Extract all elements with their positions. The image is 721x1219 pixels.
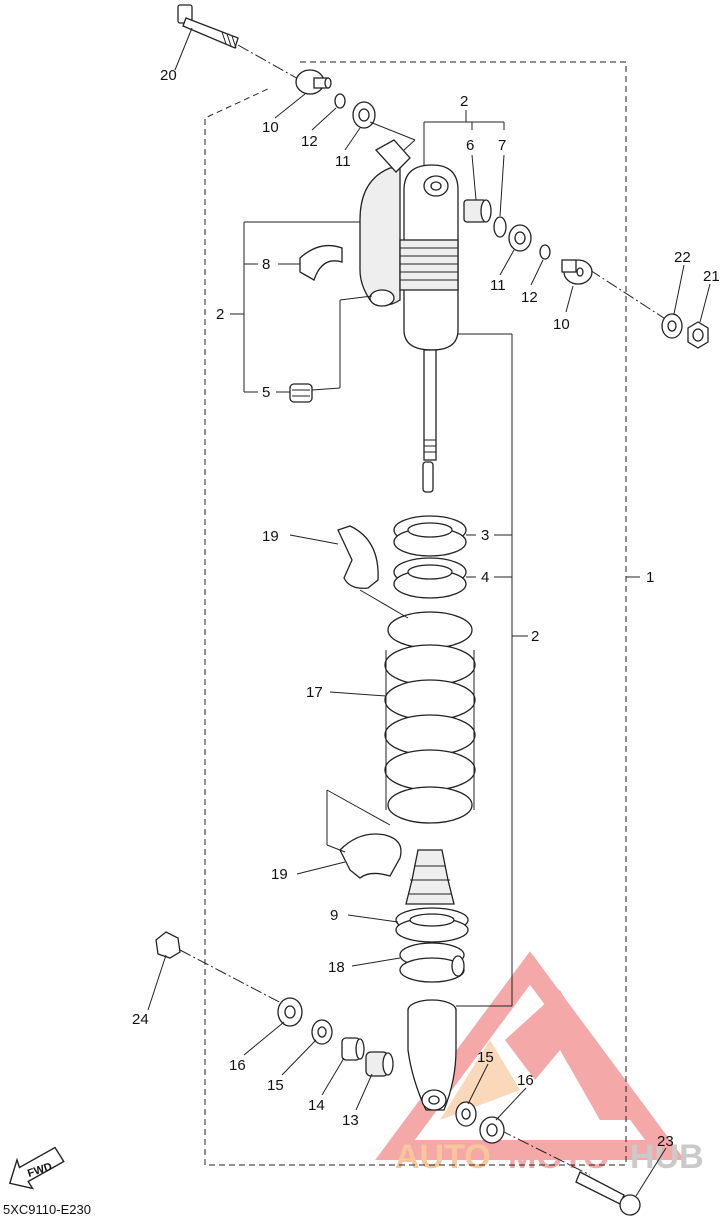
cap-5 — [289, 383, 313, 403]
collar-10-right — [561, 259, 593, 285]
damper-body — [399, 164, 459, 461]
callout-12-top: 12 — [301, 133, 318, 150]
rod-segment — [422, 461, 434, 493]
callout-9: 9 — [330, 907, 338, 924]
callout-11-top: 11 — [335, 153, 351, 170]
callout-10-top: 10 — [262, 119, 279, 136]
watermark-auto: AUTO — [395, 1138, 491, 1176]
callout-21: 21 — [703, 268, 720, 285]
guide-18 — [399, 942, 465, 983]
bump-stop — [405, 849, 455, 905]
callout-8: 8 — [262, 256, 270, 273]
bolt-23 — [575, 1171, 641, 1216]
callout-4: 4 — [481, 569, 489, 586]
oil-seal-11-right — [508, 224, 532, 252]
fwd-arrow-icon: FWD — [8, 1146, 65, 1190]
spring-17 — [384, 611, 476, 824]
callout-16-left: 16 — [229, 1057, 246, 1074]
collar-15-right — [455, 1101, 477, 1127]
ring-7 — [493, 216, 507, 238]
callout-18: 18 — [328, 959, 345, 976]
callout-2-right: 2 — [531, 628, 539, 645]
reservoir-body — [359, 139, 411, 307]
washer-16-right — [479, 1116, 505, 1144]
collar-15-left — [311, 1019, 333, 1045]
callout-15-right: 15 — [477, 1049, 494, 1066]
oil-seal-11-top — [352, 101, 376, 129]
callout-2-left: 2 — [216, 306, 224, 323]
centerline-nut21 — [589, 269, 671, 323]
spring-seat-19-top — [337, 525, 379, 589]
callout-17: 17 — [306, 684, 323, 701]
spring-seat-19-bottom — [339, 833, 402, 879]
callout-16-right: 16 — [517, 1072, 534, 1089]
collar-10-top — [295, 69, 332, 95]
callout-6: 6 — [466, 137, 474, 154]
o-ring-12-right — [539, 244, 551, 260]
callout-10-right: 10 — [553, 316, 570, 333]
callout-labels: 20 10 12 11 2 6 7 8 2 5 11 12 10 22 21 1… — [132, 67, 720, 1150]
nut-21 — [687, 321, 709, 349]
lower-clevis — [407, 999, 457, 1111]
callout-7: 7 — [498, 137, 506, 154]
callout-22: 22 — [674, 249, 691, 266]
callout-19-bottom: 19 — [271, 866, 288, 883]
lock-ring-4 — [393, 557, 467, 599]
centerline-nut24 — [179, 949, 286, 1006]
callout-2-top: 2 — [460, 93, 468, 110]
callout-19-top: 19 — [262, 528, 279, 545]
callout-11-right: 11 — [490, 277, 506, 294]
label-8 — [299, 244, 343, 281]
callout-20: 20 — [160, 67, 177, 84]
washer-16-left — [277, 997, 303, 1027]
watermark-moto: MOTO — [508, 1138, 609, 1176]
centerline-bolt23 — [499, 1129, 591, 1176]
callout-23: 23 — [657, 1133, 674, 1150]
callout-12-right: 12 — [521, 289, 538, 306]
bushing-14 — [341, 1037, 365, 1061]
callout-15-left: 15 — [267, 1077, 284, 1094]
diagram-code: 5XC9110-E230 — [3, 1202, 91, 1217]
callout-5: 5 — [262, 384, 270, 401]
bolt-20 — [177, 4, 239, 49]
watermark-hub: HUB — [630, 1138, 704, 1176]
bearing-13 — [365, 1051, 394, 1077]
collar-6 — [463, 199, 492, 223]
washer-22 — [661, 313, 683, 339]
nut-24 — [155, 931, 181, 959]
callout-3: 3 — [481, 527, 489, 544]
o-ring-12-top — [334, 93, 346, 109]
leader-lines — [147, 27, 711, 1197]
adjuster-ring-3 — [393, 515, 467, 557]
callout-24: 24 — [132, 1011, 149, 1028]
centerline-bolt20 — [237, 44, 301, 81]
callout-13: 13 — [342, 1112, 359, 1129]
callout-1: 1 — [646, 569, 654, 586]
callout-14: 14 — [308, 1097, 325, 1114]
assembly-boundary — [204, 61, 627, 1166]
spring-seat-9 — [395, 907, 469, 943]
